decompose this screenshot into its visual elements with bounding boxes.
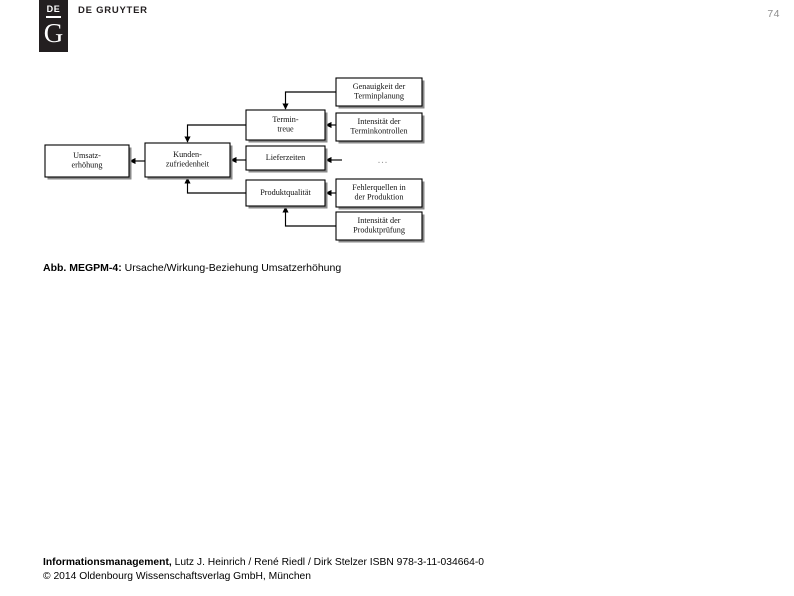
edge-termintreue-to-kunden xyxy=(184,124,246,143)
figure-caption-label: Abb. MEGPM-4: xyxy=(43,262,122,274)
page-footer: Informationsmanagement, Lutz J. Heinrich… xyxy=(43,556,484,584)
diagram-edges xyxy=(129,91,342,227)
de-gruyter-logo: DE G xyxy=(39,0,68,52)
page-number: 74 xyxy=(767,8,780,20)
diagram-node-label: Lieferzeiten xyxy=(266,153,306,162)
diagram-node-produktqualitaet: Produktqualität xyxy=(245,179,328,209)
figure-caption-text: Ursache/Wirkung-Beziehung Umsatzerhöhung xyxy=(121,262,342,274)
diagram-node-label: Genauigkeit der xyxy=(353,82,406,91)
diagram-node-label: Terminkontrollen xyxy=(350,127,407,136)
publisher-wordmark: DE GRUYTER xyxy=(78,5,148,16)
diagram-node-label: Intensität der xyxy=(358,216,401,225)
book-title: Informationsmanagement, xyxy=(43,557,172,568)
diagram-node-label: Intensität der xyxy=(358,117,401,126)
diagram-node-label: Produktqualität xyxy=(260,188,311,197)
diagram-node-lieferzeiten: Lieferzeiten xyxy=(245,145,328,173)
ellipsis-text: ... xyxy=(378,155,389,166)
diagram-node-umsatzerhoehung: Umsatz-erhöhung xyxy=(44,144,132,180)
diagram-node-termintreue: Termin-treue xyxy=(245,109,328,143)
logo-divider-rule xyxy=(46,16,61,18)
logo-de-text: DE xyxy=(46,4,61,14)
diagram-node-label: zufriedenheit xyxy=(166,160,210,169)
diagram-node-label: Terminplanung xyxy=(354,92,404,101)
diagram-node-label: Fehlerquellen in xyxy=(352,183,405,192)
diagram-node-label: Termin- xyxy=(272,115,299,124)
diagram-node-kundenzufriedenheit: Kunden-zufriedenheit xyxy=(144,142,233,180)
figure-caption: Abb. MEGPM-4: Ursache/Wirkung-Beziehung … xyxy=(43,262,341,274)
edge-intensitaet-pruefung-to-produktqualitaet xyxy=(282,206,336,227)
edge-produktqualitaet-to-termintreue xyxy=(184,177,246,194)
page-header: DE G DE GRUYTER 74 xyxy=(0,0,794,58)
diagram-node-label: Kunden- xyxy=(173,150,202,159)
footer-line-2: © 2014 Oldenbourg Wissenschaftsverlag Gm… xyxy=(43,571,312,582)
diagram-node-label: Produktprüfung xyxy=(353,226,405,235)
footer-line-1: Informationsmanagement, Lutz J. Heinrich… xyxy=(43,556,484,570)
diagram-node-label: Umsatz- xyxy=(73,151,101,160)
book-authors-isbn: Lutz J. Heinrich / René Riedl / Dirk Ste… xyxy=(171,557,485,568)
diagram-node-label: der Produktion xyxy=(355,193,404,202)
edge-genauigkeit-to-termintreue xyxy=(282,91,336,110)
logo-g-text: G xyxy=(43,18,64,48)
diagram-node-label: treue xyxy=(277,125,294,134)
diagram-nodes: Umsatz-erhöhung Kunden-zufriedenheit Termi… xyxy=(44,77,425,243)
diagram-node-label: erhöhung xyxy=(72,161,103,170)
